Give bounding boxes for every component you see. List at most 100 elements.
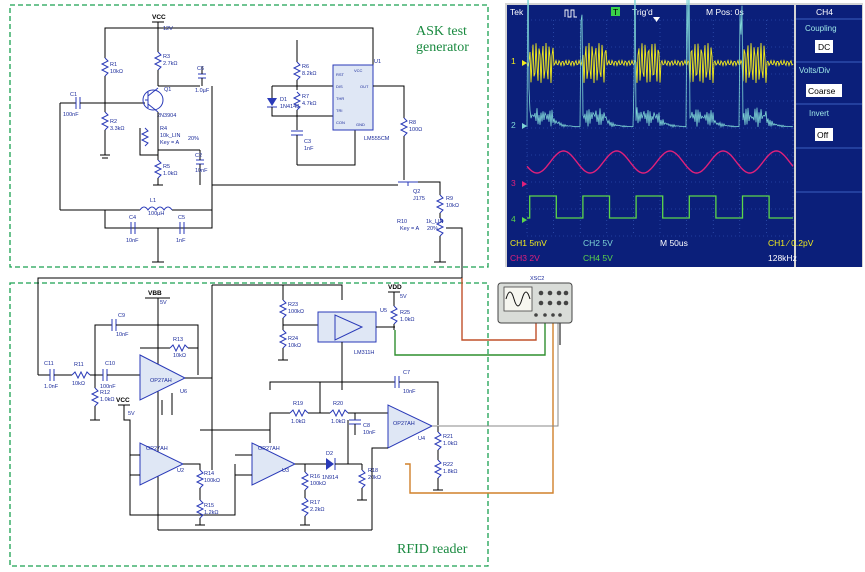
- scope-trig-marker: T: [613, 7, 618, 17]
- scope-frequency: 128kHz: [768, 253, 797, 263]
- d1-label: D1: [280, 97, 287, 103]
- r6-value: 8.2kΩ: [302, 71, 317, 77]
- xsc2-oscilloscope-symbol: XSC2: [498, 276, 572, 323]
- r12-label: R12: [100, 390, 110, 396]
- xsc2-label: XSC2: [530, 276, 544, 282]
- r18-label: R18: [368, 468, 378, 474]
- u1-value: LM555CM: [364, 136, 390, 142]
- c3-label: C3: [304, 139, 311, 145]
- c10-label: C10: [105, 361, 115, 367]
- menu-volts-label: Volts/Div: [799, 66, 830, 75]
- u5-label: U5: [380, 308, 387, 314]
- r6-label: R6: [302, 64, 309, 70]
- u1-pin-dis: DIS: [336, 84, 343, 89]
- r24-label: R24: [288, 336, 298, 342]
- c9-label: C9: [118, 313, 125, 319]
- ask-title-line2: generator: [416, 40, 469, 55]
- r11-label: R11: [74, 362, 84, 368]
- u4-label: U4: [418, 436, 425, 442]
- scope-menu-title: CH4: [816, 7, 833, 17]
- u1-pin-con: CON: [336, 120, 345, 125]
- r9-value: 10kΩ: [446, 203, 459, 209]
- r8-label: R8: [409, 120, 416, 126]
- ask-title-line1: ASK test: [416, 24, 467, 39]
- u3-value: OP27AH: [258, 446, 280, 452]
- r13-value: 10kΩ: [173, 353, 186, 359]
- r10-value: 1k_LIN: [426, 219, 443, 225]
- rfid-title: RFID reader: [397, 542, 468, 557]
- r5-label: R5: [163, 164, 170, 170]
- r16-label: R16: [310, 474, 320, 480]
- c11-value: 1.0nF: [44, 384, 59, 390]
- c4-value: 10nF: [126, 238, 139, 244]
- d2-label: D2: [326, 451, 333, 457]
- c2-value: 10nF: [195, 168, 208, 174]
- u3-label: U3: [282, 468, 289, 474]
- r19-label: R19: [293, 401, 303, 407]
- u6-label: U6: [180, 389, 187, 395]
- r13-label: R13: [173, 337, 183, 343]
- scope-ch1-setting: CH1 5mV: [510, 238, 547, 248]
- menu-invert-value: Off: [817, 130, 829, 140]
- r11-value: 10kΩ: [72, 381, 85, 387]
- r22-value: 1.8kΩ: [443, 469, 458, 475]
- r18-value: 20kΩ: [368, 475, 381, 481]
- menu-coupling-value: DC: [818, 42, 830, 52]
- menu-coupling-label: Coupling: [805, 24, 837, 33]
- r5-value: 1.0kΩ: [163, 171, 178, 177]
- r20-label: R20: [333, 401, 343, 407]
- r23-label: R23: [288, 302, 298, 308]
- c1-value: 100nF: [63, 112, 79, 118]
- r17-value: 2.2kΩ: [310, 507, 325, 513]
- menu-invert-label: Invert: [809, 109, 830, 118]
- r2-label: R2: [110, 119, 117, 125]
- r1-label: R1: [110, 62, 117, 68]
- scope-ch3-setting: CH3 2V: [510, 253, 540, 263]
- r3-value: 2.7kΩ: [163, 61, 178, 67]
- c6-label: C6: [197, 66, 204, 72]
- r2-value: 3.3kΩ: [110, 126, 125, 132]
- r23-value: 100kΩ: [288, 309, 304, 315]
- vcc-bottom-value: 5V: [128, 411, 135, 417]
- vbb-label: VBB: [148, 290, 162, 297]
- r21-value: 1.0kΩ: [443, 441, 458, 447]
- r8-value: 100Ω: [409, 127, 422, 133]
- scope-timebase: M 50us: [660, 238, 688, 248]
- r1-value: 10kΩ: [110, 69, 123, 75]
- r7-label: R7: [302, 94, 309, 100]
- c3-value: 1nF: [304, 146, 314, 152]
- scope-trigger-level: CH1 ∕ 0.2pV: [768, 238, 814, 248]
- d2-value: 1N914: [322, 475, 338, 481]
- vdd-label: VDD: [388, 284, 402, 291]
- scope-ch2-setting: CH2 5V: [583, 238, 613, 248]
- ch3-marker: 3: [511, 178, 516, 188]
- u1-pin-out: OUT: [360, 84, 369, 89]
- l1-label: L1: [150, 198, 156, 204]
- r4-value: 10k_LIN: [160, 133, 181, 139]
- u2-label: U2: [177, 468, 184, 474]
- scope-ch4-setting: CH4 5V: [583, 253, 613, 263]
- r16-value: 100kΩ: [310, 481, 326, 487]
- q2-label: Q2: [413, 189, 420, 195]
- r10-label: R10: [397, 219, 407, 225]
- c8-value: 10nF: [363, 430, 376, 436]
- vbb-value: 5V: [160, 300, 167, 306]
- c7-value: 10nF: [403, 389, 416, 395]
- r20-value: 1.0kΩ: [331, 419, 346, 425]
- vcc-top-label: VCC: [152, 14, 166, 21]
- ch4-marker: 4: [511, 214, 516, 224]
- u1-pin-gnd: GND: [356, 122, 365, 127]
- scope-brand: Tek: [510, 7, 524, 17]
- r3-label: R3: [163, 54, 170, 60]
- u1-pin-tri: TRI: [336, 108, 342, 113]
- r22-label: R22: [443, 462, 453, 468]
- vdd-value: 5V: [400, 294, 407, 300]
- scope-display: Tek T Trig'd M Pos: 0s 1 2 3 4 CH1 5mV C…: [505, 0, 863, 267]
- l1-value: 100µH: [148, 211, 164, 217]
- r10-key: Key = A: [400, 226, 419, 232]
- r10-percent: 20%: [427, 226, 438, 232]
- r14-value: 100kΩ: [204, 478, 220, 484]
- c11-label: C11: [44, 361, 54, 367]
- d1-value: 1N4148: [280, 104, 299, 110]
- r15-label: R15: [204, 503, 214, 509]
